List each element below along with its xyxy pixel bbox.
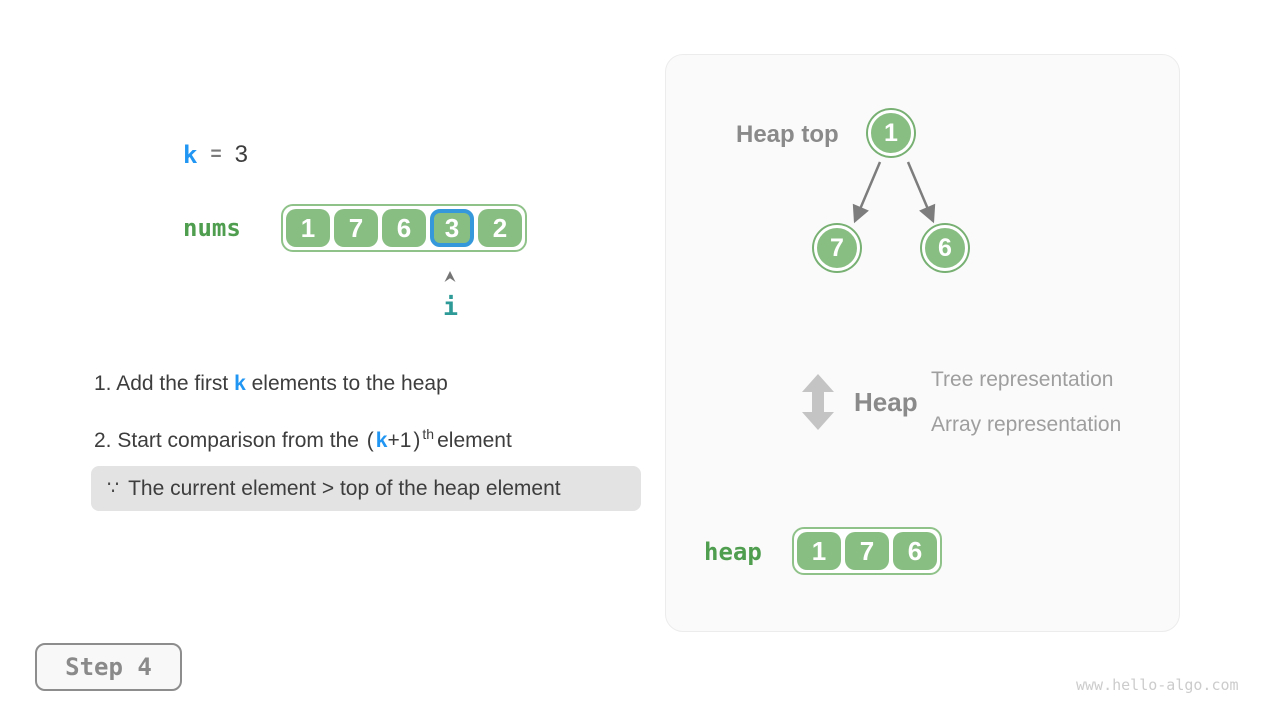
equals-sign: = xyxy=(210,144,222,165)
nums-cell: 1 xyxy=(286,209,330,247)
k-symbol: k xyxy=(375,429,388,452)
heap-array-label: heap xyxy=(704,538,762,566)
because-symbol: ∵ xyxy=(107,478,120,499)
watermark: www.hello-algo.com xyxy=(1076,676,1239,694)
k-symbol: k xyxy=(234,372,246,395)
index-pointer-up-arrow-icon xyxy=(444,271,456,282)
nums-array-label: nums xyxy=(183,214,241,242)
tree-node-left: 7 xyxy=(814,225,860,271)
tree-node-root: 1 xyxy=(868,110,914,156)
step-badge: Step 4 xyxy=(35,643,182,691)
array-representation-label: Array representation xyxy=(931,413,1122,436)
heap-cell: 1 xyxy=(797,532,841,570)
tree-node-right: 6 xyxy=(922,225,968,271)
heap-top-label: Heap top xyxy=(736,121,839,148)
nums-cell: 6 xyxy=(382,209,426,247)
instruction-1: 1. Add the first k elements to the heap xyxy=(94,372,448,395)
heap-cell: 6 xyxy=(893,532,937,570)
nums-array: 1 7 6 3 2 xyxy=(281,204,527,252)
note-text: The current element > top of the heap el… xyxy=(128,476,561,500)
tree-representation-label: Tree representation xyxy=(931,368,1114,391)
heap-legend-label: Heap xyxy=(854,387,918,417)
swap-arrow-icon xyxy=(802,374,834,430)
index-pointer-label: i xyxy=(443,292,459,321)
step-label: Step 4 xyxy=(65,653,152,681)
condition-note-box: ∵ The current element > top of the heap … xyxy=(91,466,641,511)
nums-cell-highlighted: 3 xyxy=(430,209,474,247)
k-symbol: k xyxy=(183,141,198,169)
heap-array: 1 7 6 xyxy=(792,527,942,575)
heap-cell: 7 xyxy=(845,532,889,570)
heap-panel: Heap top 1 7 6 Heap Tree representation … xyxy=(665,54,1180,632)
ordinal-superscript: th xyxy=(422,426,435,442)
nums-cell: 7 xyxy=(334,209,378,247)
nums-cell: 2 xyxy=(478,209,522,247)
k-equation: k = 3 xyxy=(183,141,248,169)
k-value: 3 xyxy=(234,141,248,168)
